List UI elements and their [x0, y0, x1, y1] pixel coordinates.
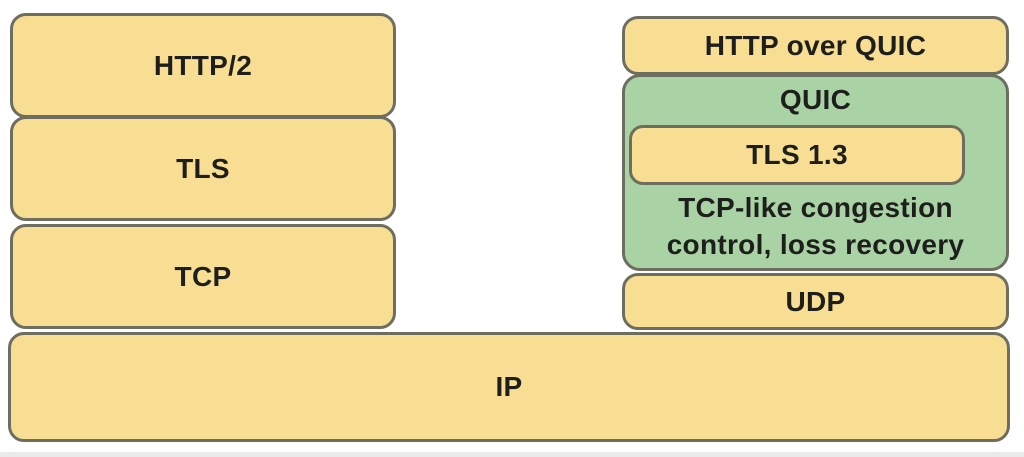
tls-layer-box: TLS	[10, 116, 396, 221]
quic-congestion-note-line2: control, loss recovery	[666, 229, 965, 260]
quic-congestion-note: TCP-like congestion control, loss recove…	[625, 189, 1006, 263]
tls-layer-label: TLS	[176, 152, 230, 184]
udp-layer-label: UDP	[785, 285, 846, 317]
tls13-sublayer-label: TLS 1.3	[746, 139, 848, 170]
quic-congestion-note-line1: TCP-like congestion	[678, 192, 953, 223]
http2-layer-label: HTTP/2	[153, 49, 253, 81]
tls13-sublayer-box: TLS 1.3	[629, 125, 965, 185]
http-over-quic-layer-label: HTTP over QUIC	[704, 29, 927, 61]
ip-layer-box: IP	[8, 332, 1010, 442]
tcp-layer-box: TCP	[10, 224, 396, 329]
http-over-quic-layer-box: HTTP over QUIC	[622, 16, 1009, 75]
quic-layer-label: QUIC	[779, 84, 852, 115]
quic-layer-box: QUIC TLS 1.3 TCP-like congestion control…	[622, 74, 1009, 271]
udp-layer-box: UDP	[622, 273, 1009, 330]
http2-layer-box: HTTP/2	[10, 13, 396, 118]
ip-layer-label: IP	[495, 371, 523, 402]
tcp-layer-label: TCP	[174, 260, 232, 292]
bottom-edge-artifact	[0, 452, 1024, 457]
